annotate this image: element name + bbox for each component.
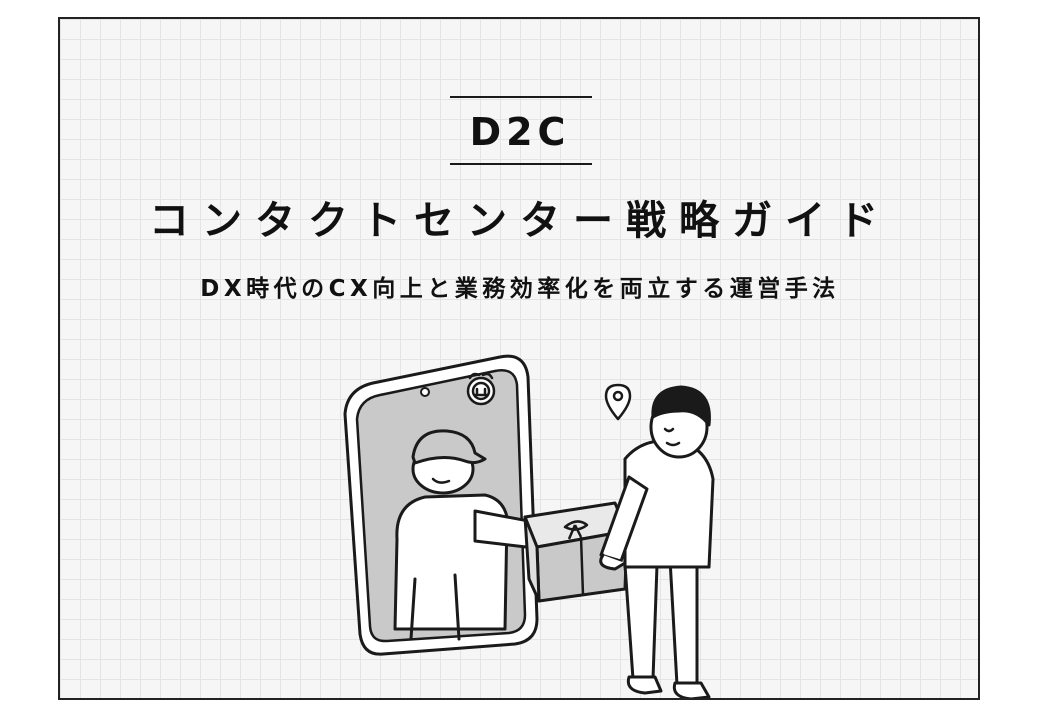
- delivery-illustration: [343, 354, 715, 698]
- page-subtitle: DX時代のCX向上と業務効率化を両立する運営手法: [200, 276, 840, 302]
- delivery-person: [393, 429, 575, 641]
- page-title: コンタクトセンター戦略ガイド: [149, 198, 891, 244]
- cover-frame: D2C コンタクトセンター戦略ガイド DX時代のCX向上と業務効率化を両立する運…: [58, 17, 980, 700]
- cap: [411, 429, 487, 465]
- camera-dot: [420, 387, 430, 397]
- category-rule-top: [450, 96, 592, 98]
- category-rule-bottom: [450, 163, 592, 165]
- category-label: D2C: [469, 110, 571, 154]
- hair: [651, 385, 711, 427]
- location-pin-icon: [604, 383, 632, 421]
- customer: [599, 385, 715, 698]
- alarm-clock-icon: [466, 372, 496, 406]
